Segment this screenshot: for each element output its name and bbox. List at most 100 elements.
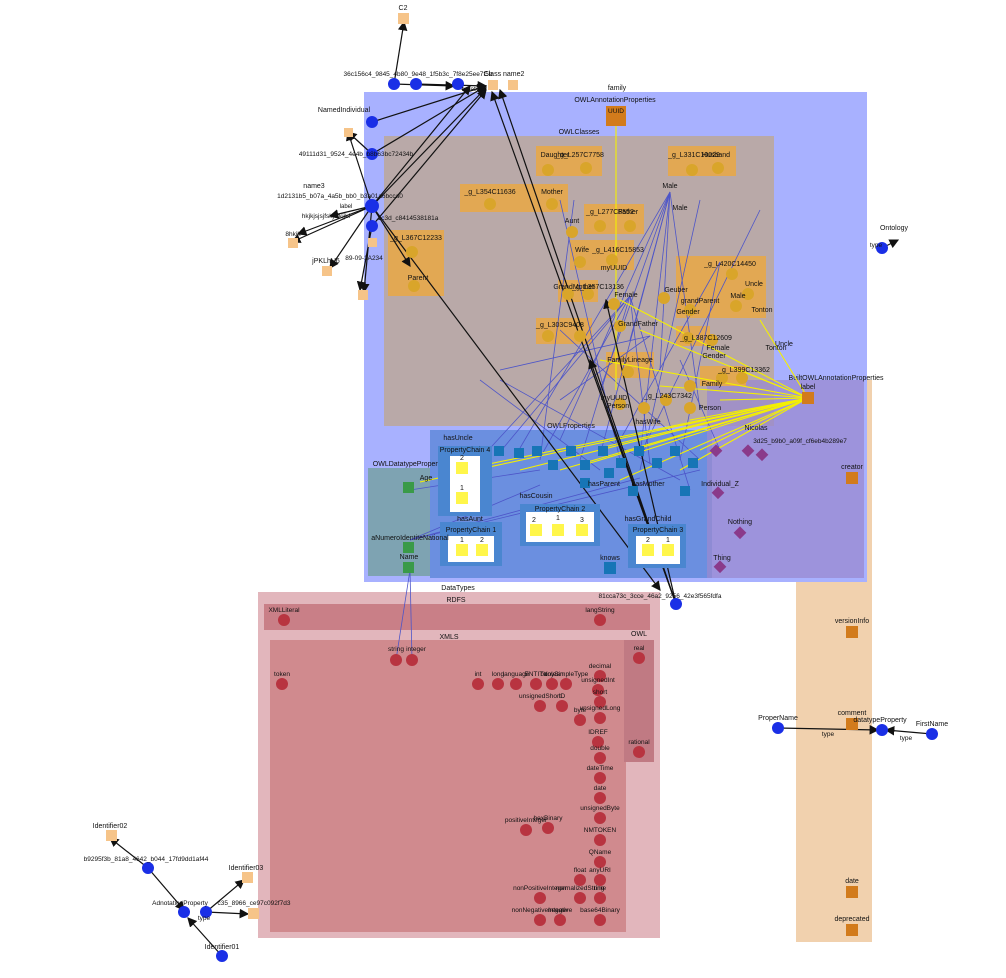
individual-node-top-2[interactable] (410, 78, 422, 90)
datatype-node-byte[interactable] (574, 714, 586, 726)
datatype-node-id[interactable] (556, 700, 568, 712)
datatype-property-name[interactable] (403, 562, 414, 573)
class-node-g-l257[interactable] (580, 162, 592, 174)
class-node-c2[interactable] (398, 13, 409, 24)
datatype-node-xmlliteral[interactable] (278, 614, 290, 626)
class-node-grandmother[interactable] (562, 288, 574, 300)
class-node-uncle[interactable] (742, 288, 754, 300)
datatype-node-language[interactable] (510, 678, 522, 690)
class-node-person2[interactable] (684, 402, 696, 414)
individual-diamond-thing[interactable] (713, 560, 727, 574)
individual-node-first-name[interactable] (926, 728, 938, 740)
object-property-11[interactable] (670, 446, 680, 456)
class-node-my-uuid[interactable] (614, 398, 626, 410)
annotation-property-creator[interactable] (846, 472, 858, 484)
individual-node-mid[interactable] (366, 148, 378, 160)
object-property-1[interactable] (494, 446, 504, 456)
literal-node-bottom[interactable] (358, 290, 368, 300)
object-property-4[interactable] (548, 460, 558, 470)
class-node-grandparent[interactable] (684, 304, 696, 316)
object-property-9[interactable] (634, 446, 644, 456)
class-node-g-l354[interactable] (484, 198, 496, 210)
datatype-node-unsignedshort[interactable] (534, 700, 546, 712)
literal-node-b[interactable] (368, 238, 377, 247)
datatype-node-entity[interactable] (530, 678, 542, 690)
individual-node-named[interactable] (366, 116, 378, 128)
individual-node-annotation[interactable] (178, 906, 190, 918)
literal-node-8hkjk[interactable] (288, 238, 298, 248)
class-node-geuber[interactable] (658, 292, 670, 304)
object-property-6[interactable] (580, 460, 590, 470)
object-property-has-mother[interactable] (628, 486, 638, 496)
property-chain-3[interactable]: PropertyChain 3 2 1 (628, 524, 686, 568)
individual-node-datatype-property[interactable] (876, 724, 888, 736)
class-node-mother[interactable] (546, 198, 558, 210)
class-box-husband[interactable] (668, 146, 736, 176)
class-node-g-l399[interactable] (716, 372, 728, 384)
individual-node-identifier01[interactable] (216, 950, 228, 962)
object-property-14[interactable] (604, 468, 614, 478)
individual-diamond-nothing[interactable] (733, 526, 747, 540)
datatype-node-negative[interactable] (554, 914, 566, 926)
property-chain-4[interactable]: PropertyChain 4 2 1 (438, 446, 492, 516)
class-node-male2[interactable] (730, 300, 742, 312)
literal-node-identifier03[interactable] (242, 872, 253, 883)
class-node-g-l416[interactable] (606, 254, 618, 266)
annotation-property-version-info[interactable] (846, 626, 858, 638)
datatype-node-real[interactable] (633, 652, 645, 664)
class-node-ka[interactable] (682, 332, 694, 344)
datatype-node-langstring[interactable] (594, 614, 606, 626)
class-node-family-lineage[interactable] (622, 366, 634, 378)
literal-node-c3[interactable] (344, 128, 353, 137)
object-property-13[interactable] (680, 486, 690, 496)
datatype-node-anysimpletype[interactable] (560, 678, 572, 690)
datatype-node-long[interactable] (492, 678, 504, 690)
datatype-node-anyuri[interactable] (594, 874, 606, 886)
datatype-node-short[interactable] (594, 696, 606, 708)
datatype-node-float[interactable] (574, 874, 586, 886)
class-node-family[interactable] (684, 380, 696, 392)
annotation-property-date[interactable] (846, 886, 858, 898)
annotation-property-label[interactable] (802, 392, 814, 404)
individual-node-top-1[interactable] (388, 78, 400, 90)
class-node-aunt[interactable] (566, 226, 578, 238)
object-property-10[interactable] (652, 458, 662, 468)
class-node-husband[interactable] (712, 162, 724, 174)
literal-node-name2[interactable] (508, 80, 518, 90)
class-node-g-l331[interactable] (686, 164, 698, 176)
class-node-g-l303[interactable] (542, 330, 554, 342)
class-node-g-l357[interactable] (582, 288, 594, 300)
datatype-property-age[interactable] (403, 482, 414, 493)
datatype-property-numero[interactable] (403, 542, 414, 553)
class-node-wife[interactable] (574, 256, 586, 268)
datatype-node-base64binary[interactable] (594, 914, 606, 926)
literal-node-class[interactable] (488, 80, 498, 90)
class-node-parent[interactable] (408, 280, 420, 292)
datatype-node-unsignedint[interactable] (592, 684, 604, 696)
object-property-knows[interactable] (604, 562, 616, 574)
class-node-niece[interactable] (736, 372, 748, 384)
datatype-node-integer[interactable] (406, 654, 418, 666)
datatype-node-nonpositiveinteger[interactable] (534, 892, 546, 904)
individual-node-sub[interactable] (366, 220, 378, 232)
class-node-daughter[interactable] (542, 164, 554, 176)
object-property-5[interactable] (566, 446, 576, 456)
datatype-node-int[interactable] (472, 678, 484, 690)
class-node-g-l420[interactable] (726, 268, 738, 280)
datatype-node-string[interactable] (390, 654, 402, 666)
object-property-has-parent[interactable] (580, 478, 590, 488)
individual-node-bottom[interactable] (670, 598, 682, 610)
literal-node-jpklhu[interactable] (322, 266, 332, 276)
datatype-node-qname[interactable] (594, 856, 606, 868)
datatype-node-hexbinary[interactable] (542, 822, 554, 834)
individual-node-c35[interactable] (200, 906, 212, 918)
datatype-node-rational[interactable] (633, 746, 645, 758)
annotation-node-uuid[interactable] (606, 106, 626, 126)
class-node-g-l243[interactable] (660, 394, 672, 406)
object-property-12[interactable] (688, 458, 698, 468)
annotation-property-comment[interactable] (846, 718, 858, 730)
individual-node-proper-name[interactable] (772, 722, 784, 734)
datatype-node-unsignedbyte[interactable] (594, 812, 606, 824)
class-node-g-l303b[interactable] (574, 330, 586, 342)
datatype-node-date[interactable] (594, 792, 606, 804)
